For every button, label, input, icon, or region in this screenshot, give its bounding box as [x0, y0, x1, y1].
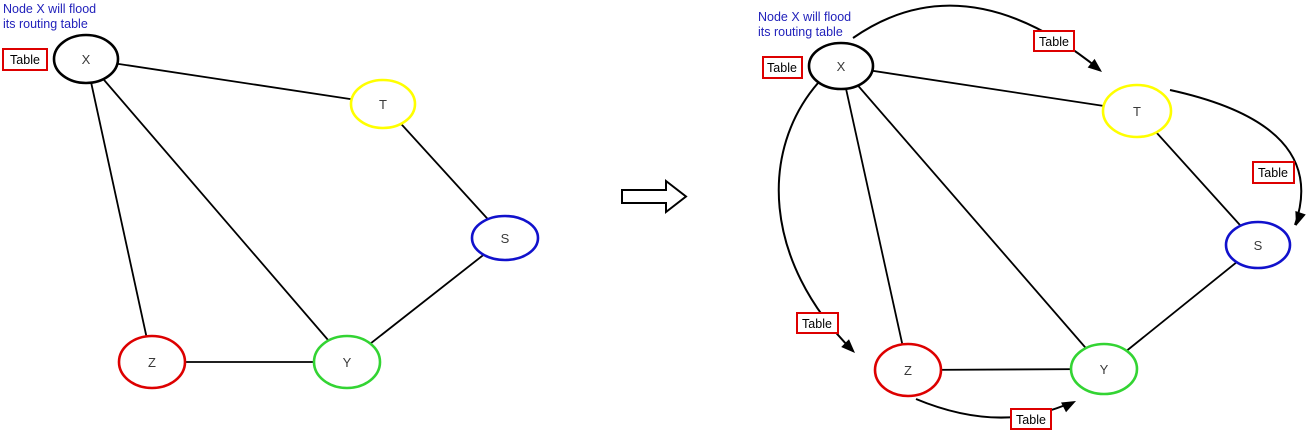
right-caption-line2: its routing table: [758, 25, 843, 39]
right-node-y: Y: [1069, 342, 1139, 396]
left-network-diagram: Node X will flood its routing table X T …: [2, 2, 540, 390]
right-edge-x-z: [840, 65, 909, 371]
right-node-z: Z: [873, 342, 943, 398]
right-node-z-label: Z: [904, 363, 912, 378]
left-node-y-ellipse: [312, 334, 382, 390]
left-node-t: T: [349, 78, 417, 130]
table-box-x-to-t-label: Table: [1039, 35, 1069, 49]
right-node-s-ellipse: [1224, 220, 1292, 270]
right-node-t: T: [1101, 83, 1173, 139]
left-node-s: S: [470, 214, 540, 262]
right-node-s: S: [1224, 220, 1292, 270]
left-node-y-label: Y: [343, 355, 352, 370]
right-node-x-ellipse: [807, 41, 875, 91]
flood-arc-z-to-y: [915, 398, 1071, 419]
table-box-x-to-z: Table: [796, 312, 839, 334]
left-node-x-ellipse: [52, 33, 120, 85]
table-box-t-to-s-label: Table: [1258, 166, 1288, 180]
table-box-z-to-y-label: Table: [1016, 413, 1046, 427]
right-node-x-label: X: [837, 59, 846, 74]
left-node-t-ellipse: [349, 78, 417, 130]
left-edge-s-y: [346, 237, 506, 363]
right-network-diagram: Node X will flood its routing table X T: [758, 4, 1306, 430]
left-node-x: X: [52, 33, 120, 85]
right-caption-line1: Node X will flood: [758, 10, 851, 24]
right-node-s-label: S: [1254, 238, 1263, 253]
right-node-t-label: T: [1133, 104, 1141, 119]
left-node-s-ellipse: [470, 214, 540, 262]
table-box-z-to-y-rect: [1010, 408, 1052, 430]
right-node-y-label: Y: [1100, 362, 1109, 377]
table-box-x-to-z-rect: [796, 312, 839, 334]
left-node-z-label: Z: [148, 355, 156, 370]
left-node-t-label: T: [379, 97, 387, 112]
left-table-box-x: Table: [2, 48, 48, 71]
table-box-x-to-z-label: Table: [802, 317, 832, 331]
right-node-y-ellipse: [1069, 342, 1139, 396]
flood-arc-t-to-s: [1169, 89, 1303, 226]
arrowhead-x-to-z-icon: [841, 339, 855, 353]
arrowhead-z-to-y-icon: [1061, 401, 1076, 413]
right-node-z-ellipse: [873, 342, 943, 398]
left-edge-x-z: [85, 58, 153, 363]
left-node-s-label: S: [501, 231, 510, 246]
right-edge-s-y: [1103, 244, 1259, 370]
left-node-y: Y: [312, 334, 382, 390]
left-edge-t-s: [382, 103, 506, 239]
right-edge-x-t: [840, 65, 1138, 112]
left-edge-x-y: [85, 58, 348, 363]
right-node-t-ellipse: [1101, 83, 1173, 139]
flood-arc-x-to-z: [777, 82, 854, 352]
table-box-t-to-s-rect: [1252, 161, 1295, 184]
left-table-box-x-label: Table: [10, 53, 40, 67]
left-edge-x-t: [85, 58, 384, 105]
arrowhead-t-to-s-icon: [1295, 210, 1306, 226]
table-box-x-to-t-rect: [1033, 30, 1075, 52]
right-table-box-x-label: Table: [767, 61, 797, 75]
right-edge-x-y: [840, 65, 1105, 370]
table-box-z-to-y: Table: [1010, 408, 1052, 430]
left-caption-line2: its routing table: [3, 17, 88, 31]
table-box-x-to-t: Table: [1033, 30, 1075, 52]
left-table-box-x-rect: [2, 48, 48, 71]
left-node-z: Z: [117, 334, 187, 390]
transition-arrow-icon: [621, 178, 688, 215]
right-table-box-x: Table: [762, 56, 803, 79]
left-caption-line1: Node X will flood: [3, 2, 96, 16]
right-table-box-x-rect: [762, 56, 803, 79]
table-box-t-to-s: Table: [1252, 161, 1295, 184]
left-node-z-ellipse: [117, 334, 187, 390]
right-node-x: X: [807, 41, 875, 91]
arrowhead-x-to-t-icon: [1087, 58, 1102, 72]
left-node-x-label: X: [82, 52, 91, 67]
